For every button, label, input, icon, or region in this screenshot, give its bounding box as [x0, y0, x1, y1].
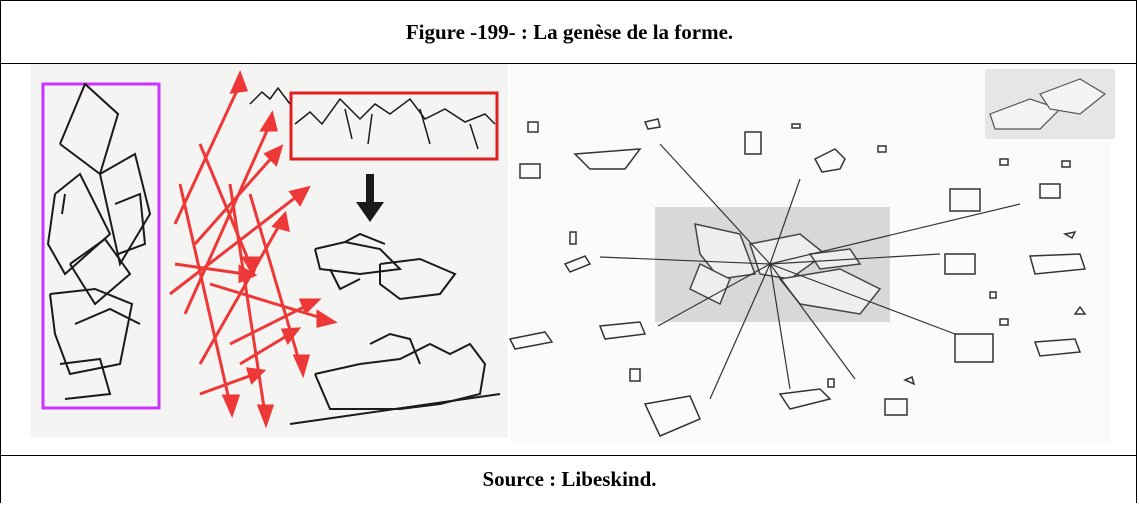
figure-title: Figure -199- : La genèse de la forme. [405, 20, 734, 44]
mountain-frame [289, 91, 499, 161]
down-arrow-icon [356, 174, 384, 222]
magenta-frame [41, 82, 161, 410]
divider-top [0, 63, 1137, 64]
sketch-right-panel [508, 64, 1115, 444]
figure-source: Source : Libeskind. [482, 467, 657, 491]
sketch-left-panel [30, 64, 508, 438]
divider-bottom [0, 455, 1137, 456]
figure-image [0, 64, 1139, 455]
